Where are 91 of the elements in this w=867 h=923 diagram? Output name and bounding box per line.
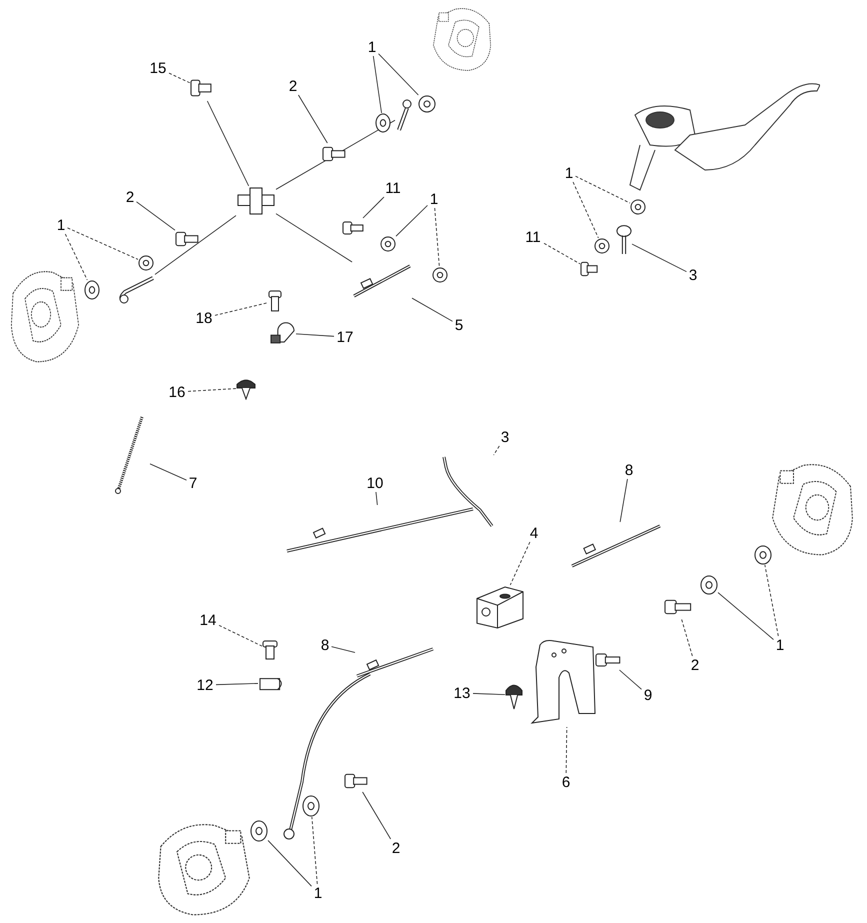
washer-drawing <box>432 267 448 283</box>
leader-line <box>67 228 138 260</box>
callout-number: 17 <box>334 328 356 346</box>
leader-line <box>378 53 419 96</box>
leader-line <box>396 204 428 237</box>
leader-line <box>544 242 580 264</box>
washer-drawing <box>375 113 391 133</box>
leader-line <box>150 464 187 480</box>
leader-line <box>331 646 356 653</box>
brake-hose-drawing <box>285 505 475 555</box>
washer-drawing <box>418 95 436 113</box>
leader-line <box>718 592 774 640</box>
leader-line <box>362 196 384 218</box>
leader-line <box>362 792 392 840</box>
callout-number: 2 <box>286 77 300 95</box>
leader-line <box>566 726 568 774</box>
callout-number: 1 <box>54 216 68 234</box>
pin-drawing <box>262 640 278 660</box>
callout-number: 14 <box>197 611 219 629</box>
callout-number: 4 <box>528 524 540 542</box>
callout-number: 1 <box>428 190 440 208</box>
leader-line <box>572 182 599 238</box>
callout-number: 6 <box>560 773 572 791</box>
callout-number: 11 <box>522 228 544 246</box>
brake-hose-drawing <box>352 262 412 300</box>
callout-number: 7 <box>186 474 200 492</box>
callout-number: 15 <box>147 59 169 77</box>
pin-drawing <box>268 290 282 312</box>
leader-line <box>680 618 693 656</box>
callout-number: 3 <box>686 266 700 284</box>
callout-number: 3 <box>498 428 512 446</box>
leader-line <box>168 72 190 84</box>
callout-number: 11 <box>382 179 404 197</box>
washer-drawing <box>302 795 320 817</box>
leader-line <box>311 816 318 884</box>
leader-line <box>372 56 382 114</box>
washer-drawing <box>700 575 718 595</box>
leader-line <box>575 176 630 204</box>
callout-number: 2 <box>124 188 136 206</box>
leader-line <box>296 333 334 337</box>
leader-line <box>472 693 506 696</box>
callout-number: 1 <box>562 164 576 182</box>
washer-drawing <box>594 238 610 254</box>
leader-line <box>216 683 258 686</box>
washer-drawing <box>630 199 646 215</box>
leader-line <box>510 542 530 586</box>
leader-line <box>619 670 642 690</box>
tee-fitting-drawing <box>236 186 276 216</box>
leader-line <box>620 478 628 522</box>
washer-drawing <box>138 255 154 271</box>
washer-drawing <box>754 545 772 565</box>
leader-line <box>434 208 440 268</box>
leader-line <box>214 302 268 316</box>
callout-number: 10 <box>364 474 386 492</box>
callout-number: 8 <box>318 636 332 654</box>
callout-number: 16 <box>166 383 188 401</box>
brake-hose-drawing <box>355 645 435 680</box>
washer-drawing <box>250 820 268 842</box>
junction-block-drawing <box>475 585 525 630</box>
leader-line <box>276 213 352 262</box>
leader-line <box>218 624 262 647</box>
leader-line <box>268 840 312 887</box>
banjo-bolt-drawing <box>616 225 632 255</box>
washer-drawing <box>84 280 100 300</box>
leader-line <box>64 234 88 280</box>
leader-line <box>136 201 176 231</box>
leader-line <box>276 120 396 190</box>
callout-number: 13 <box>451 684 473 702</box>
callout-number: 1 <box>366 38 378 56</box>
callout-number: 5 <box>452 316 466 334</box>
leader-line <box>298 94 328 144</box>
washer-drawing <box>380 236 396 252</box>
callout-number: 8 <box>622 461 636 479</box>
leader-line <box>154 215 236 275</box>
leader-line <box>412 298 453 322</box>
leader-line <box>493 446 500 456</box>
clamp-drawing <box>270 322 296 344</box>
leader-line <box>206 100 250 186</box>
callout-number: 12 <box>194 676 216 694</box>
hose-fitting-drawing <box>395 98 413 132</box>
callout-number: 1 <box>312 884 324 902</box>
brake-hose-drawing <box>570 522 662 570</box>
callout-number: 2 <box>688 656 702 674</box>
leader-line <box>632 244 687 272</box>
callout-number: 18 <box>193 309 215 327</box>
callout-number: 2 <box>390 839 402 857</box>
callout-number: 9 <box>642 686 654 704</box>
leader-line <box>188 388 236 392</box>
callout-number: 1 <box>774 636 786 654</box>
leader-line <box>376 492 378 506</box>
leader-line <box>764 564 779 636</box>
